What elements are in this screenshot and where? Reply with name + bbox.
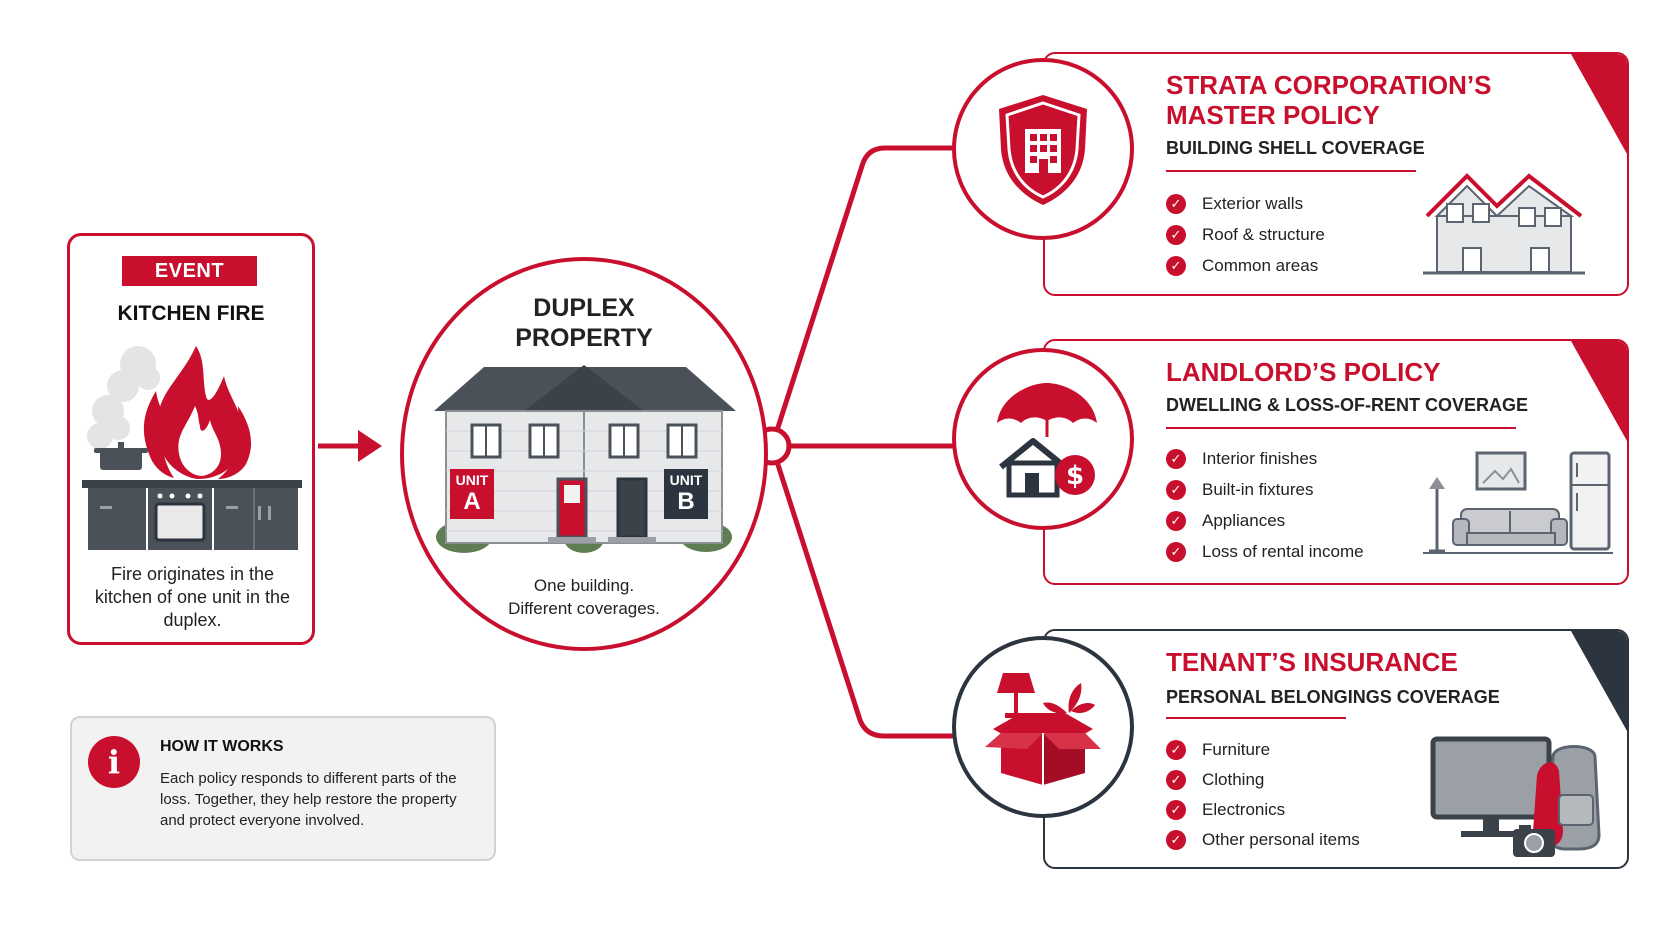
- duplex-caption-line1: One building.: [533, 576, 635, 595]
- event-description: Fire originates in the kitchen of one un…: [94, 564, 291, 630]
- list-item-label: Electronics: [1202, 800, 1286, 819]
- unit-b-badge: UNIT B: [664, 469, 708, 519]
- list-item: ✓ Built-in fixtures: [1166, 474, 1364, 505]
- strata-title-line1: STRATA CORPORATION’S: [1166, 70, 1492, 100]
- list-item: ✓ Other personal items: [1166, 825, 1360, 855]
- list-item: ✓ Loss of rental income: [1166, 536, 1364, 567]
- furnished-room-icon: [1423, 451, 1613, 554]
- strata-policy-subtitle: BUILDING SHELL COVERAGE: [1166, 138, 1425, 158]
- check-icon: ✓: [1166, 800, 1186, 820]
- check-icon: ✓: [1166, 193, 1186, 214]
- tenant-policy-card: TENANT’S INSURANCE PERSONAL BELONGINGS C…: [1043, 629, 1629, 869]
- connector-strata: [769, 145, 955, 447]
- list-item: ✓ Exterior walls: [1166, 188, 1325, 219]
- duplex-title-line1: DUPLEX: [533, 294, 635, 322]
- event-badge: EVENT: [122, 256, 257, 286]
- check-icon: ✓: [1166, 448, 1186, 469]
- list-item-label: Appliances: [1202, 510, 1286, 530]
- list-item-label: Interior finishes: [1202, 448, 1318, 468]
- list-item-label: Roof & structure: [1202, 224, 1325, 244]
- list-item-label: Built-in fixtures: [1202, 479, 1314, 499]
- how-it-works-text: Each policy responds to different parts …: [160, 770, 457, 829]
- landlord-policy-card: LANDLORD’S POLICY DWELLING & LOSS-OF-REN…: [1043, 339, 1629, 585]
- info-icon: i: [88, 736, 140, 788]
- list-item-label: Common areas: [1202, 255, 1319, 275]
- tenant-icon-circle: [952, 636, 1134, 818]
- check-icon: ✓: [1166, 770, 1186, 790]
- check-icon: ✓: [1166, 740, 1186, 760]
- duplex-house-icon: [434, 365, 736, 553]
- building-shell-house-icon: [1423, 173, 1585, 275]
- tenant-coverage-list: ✓ Furniture ✓ Clothing ✓ Electronics ✓ Other…: [1166, 735, 1360, 855]
- personal-belongings-icon: [1430, 736, 1601, 857]
- event-to-duplex-arrow: [318, 430, 382, 462]
- strata-policy-title: STRATA CORPORATION’S MASTER POLICY: [1166, 70, 1546, 130]
- strata-title-line2: MASTER POLICY: [1166, 100, 1380, 130]
- landlord-policy-title: LANDLORD’S POLICY: [1166, 357, 1441, 387]
- strata-title-rule: [1166, 170, 1416, 172]
- check-icon: ✓: [1166, 255, 1186, 276]
- tenant-policy-title: TENANT’S INSURANCE: [1166, 647, 1458, 677]
- duplex-title: DUPLEX PROPERTY: [404, 293, 764, 353]
- list-item: ✓ Interior finishes: [1166, 443, 1364, 474]
- landlord-icon-circle: $: [952, 348, 1134, 530]
- list-item: ✓ Furniture: [1166, 735, 1360, 765]
- check-icon: ✓: [1166, 541, 1186, 562]
- landlord-coverage-list: ✓ Interior finishes ✓ Built-in fixtures ✓ A…: [1166, 443, 1364, 567]
- landlord-policy-subtitle: DWELLING & LOSS-OF-RENT COVERAGE: [1166, 395, 1528, 415]
- unit-a-label: UNIT: [455, 472, 489, 488]
- list-item-label: Furniture: [1202, 740, 1271, 759]
- shield-building-icon: [999, 95, 1087, 205]
- tenant-title-rule: [1166, 717, 1346, 719]
- event-card: EVENT KITCHEN FIRE: [67, 233, 315, 645]
- svg-text:$: $: [1066, 461, 1084, 491]
- card-corner-accent: [1571, 341, 1627, 441]
- card-corner-accent: [1571, 54, 1627, 154]
- event-title: KITCHEN FIRE: [117, 302, 265, 325]
- duplex-property-circle: DUPLEX PROPERTY: [400, 257, 768, 651]
- unit-a-letter: A: [463, 488, 481, 515]
- list-item: ✓ Clothing: [1166, 765, 1360, 795]
- duplex-caption-line2: Different coverages.: [508, 599, 660, 618]
- check-icon: ✓: [1166, 224, 1186, 245]
- check-icon: ✓: [1166, 479, 1186, 500]
- list-item-label: Exterior walls: [1202, 193, 1304, 213]
- duplex-caption: One building. Different coverages.: [404, 574, 764, 620]
- list-item-label: Other personal items: [1202, 830, 1360, 849]
- strata-coverage-list: ✓ Exterior walls ✓ Roof & structure ✓ Commo…: [1166, 188, 1325, 281]
- card-corner-accent: [1571, 631, 1627, 731]
- how-it-works-title: HOW IT WORKS: [160, 738, 284, 755]
- umbrella-house-icon: $: [997, 383, 1097, 498]
- unit-a-badge: UNIT A: [450, 469, 494, 519]
- how-it-works-box: i HOW IT WORKS Each policy responds to d…: [70, 716, 496, 861]
- list-item-label: Loss of rental income: [1202, 541, 1364, 561]
- check-icon: ✓: [1166, 830, 1186, 850]
- list-item: ✓ Common areas: [1166, 250, 1325, 281]
- strata-policy-card: STRATA CORPORATION’S MASTER POLICY BUILD…: [1043, 52, 1629, 296]
- unit-b-label: UNIT: [669, 472, 703, 488]
- list-item: ✓ Electronics: [1166, 795, 1360, 825]
- list-item: ✓ Roof & structure: [1166, 219, 1325, 250]
- connector-tenant: [769, 445, 955, 739]
- strata-icon-circle: [952, 58, 1134, 240]
- list-item: ✓ Appliances: [1166, 505, 1364, 536]
- duplex-title-line2: PROPERTY: [515, 324, 653, 352]
- list-item-label: Clothing: [1202, 770, 1265, 789]
- landlord-title-rule: [1166, 427, 1516, 429]
- check-icon: ✓: [1166, 510, 1186, 531]
- tenant-policy-subtitle: PERSONAL BELONGINGS COVERAGE: [1166, 687, 1500, 707]
- unit-b-letter: B: [677, 488, 695, 515]
- box-belongings-icon: [985, 673, 1101, 785]
- kitchen-fire-icon: [82, 346, 302, 550]
